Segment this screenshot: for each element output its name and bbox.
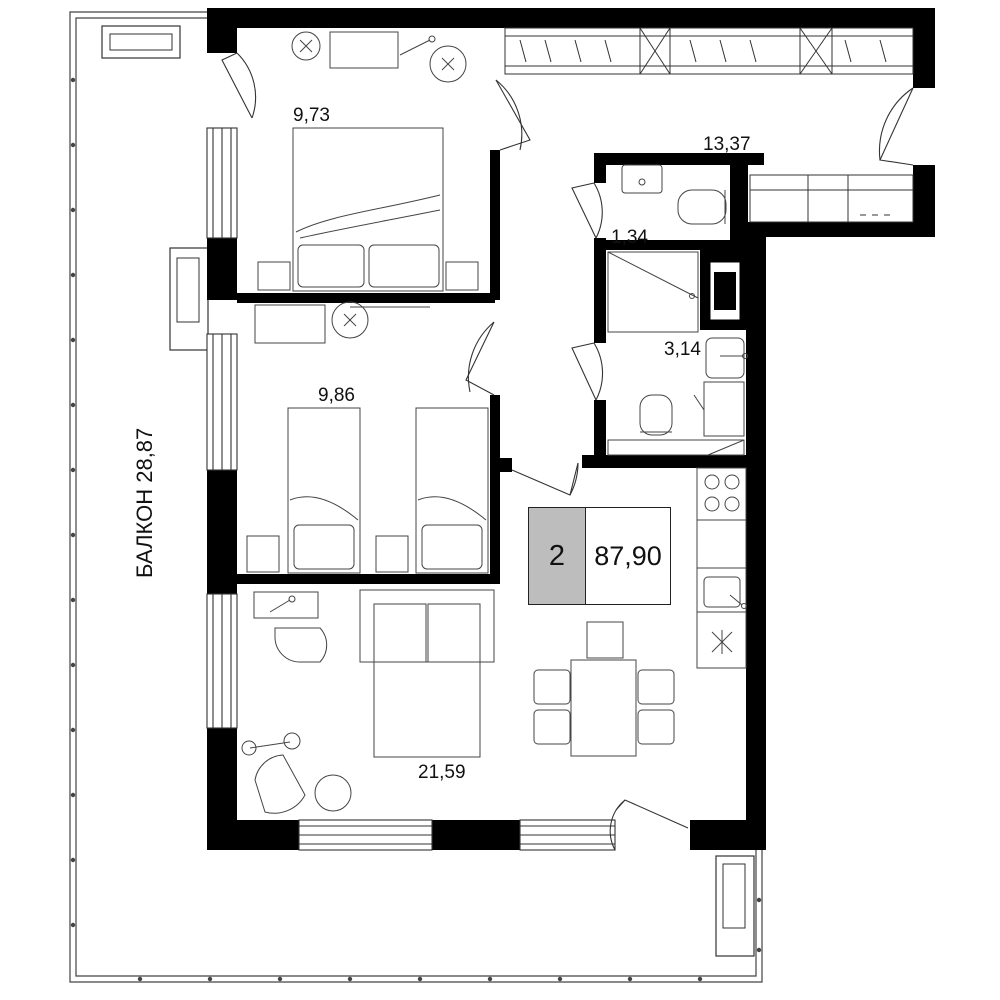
living-area-label: 21,59 <box>418 762 466 783</box>
balcony-label: БАЛКОН 28,87 <box>132 428 157 578</box>
bedroom2-furniture <box>246 301 489 574</box>
loggia-glazing <box>504 27 914 223</box>
room-count: 2 <box>529 508 586 604</box>
balcony-unit-bottom <box>715 855 755 957</box>
balcony-rail-dots <box>70 77 762 982</box>
bedroom1-furniture <box>257 31 479 292</box>
kitchen-furniture <box>696 467 747 669</box>
apartment-summary-badge: 2 87,90 <box>528 507 671 605</box>
windows <box>206 127 616 851</box>
balcony-unit-left <box>169 247 209 351</box>
total-area: 87,90 <box>594 540 662 571</box>
doors <box>221 52 914 851</box>
bedroom2-area-label: 9,86 <box>318 385 355 406</box>
balcony-unit-top <box>101 25 181 59</box>
bedroom1-area-label: 9,73 <box>293 105 330 126</box>
bath-area-label: 3,14 <box>664 339 701 360</box>
balcony-outline <box>69 11 763 983</box>
wc-area-label: 1,34 <box>611 227 648 248</box>
living-furniture <box>241 589 675 814</box>
loggia-area-label: 13,37 <box>703 134 751 155</box>
bath-fixtures <box>607 251 748 456</box>
wc-fixtures <box>621 164 727 225</box>
